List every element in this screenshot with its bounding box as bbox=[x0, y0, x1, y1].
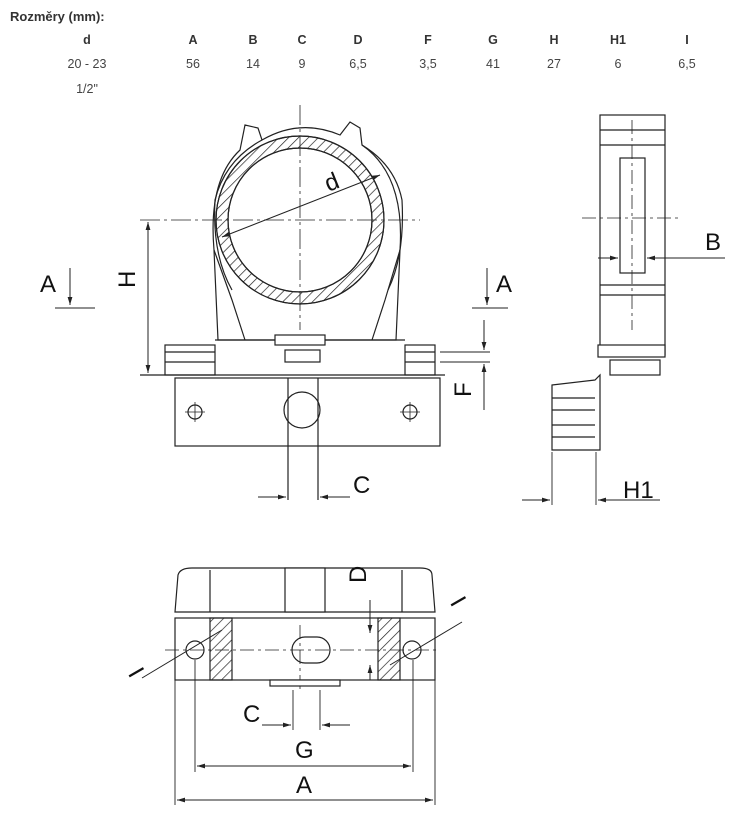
value-H: 27 bbox=[547, 57, 561, 71]
label-H1: H1 bbox=[623, 477, 654, 504]
label-F: F bbox=[450, 382, 477, 397]
header-B: B bbox=[248, 33, 258, 47]
header-H: H bbox=[549, 33, 559, 47]
value-D: 6,5 bbox=[349, 57, 367, 71]
value-d: 20 - 23 bbox=[67, 57, 107, 71]
label-I-left: I bbox=[122, 663, 149, 682]
label-G: G bbox=[295, 737, 314, 764]
header-D: D bbox=[353, 33, 363, 47]
label-C-top: C bbox=[243, 701, 260, 728]
header-G: G bbox=[488, 33, 498, 47]
header-d: d bbox=[83, 33, 91, 47]
value-F: 3,5 bbox=[419, 57, 437, 71]
value-C: 9 bbox=[298, 57, 306, 71]
value-H1: 6 bbox=[614, 57, 622, 71]
technical-drawing: d A A H F C B H1 D I I C G A bbox=[40, 105, 725, 805]
label-H: H bbox=[114, 271, 141, 288]
header-H1: H1 bbox=[610, 33, 626, 47]
label-B: B bbox=[705, 229, 721, 256]
label-A-right: A bbox=[496, 271, 512, 298]
label-A-bottom: A bbox=[296, 772, 312, 799]
value-I: 6,5 bbox=[678, 57, 696, 71]
dimension-table: d A B C D F G H H1 I 20 - 23 56 14 9 6,5… bbox=[0, 30, 750, 100]
header-A: A bbox=[188, 33, 198, 47]
header-C: C bbox=[297, 33, 307, 47]
value-B: 14 bbox=[246, 57, 260, 71]
value-G: 41 bbox=[486, 57, 500, 71]
value-d-inch: 1/2" bbox=[76, 82, 98, 96]
label-A-left: A bbox=[40, 271, 56, 298]
page-title: Rozměry (mm): bbox=[10, 9, 105, 24]
top-view bbox=[141, 567, 463, 805]
header-I: I bbox=[685, 33, 689, 47]
label-D: D bbox=[345, 566, 372, 583]
front-view bbox=[55, 105, 508, 500]
side-view bbox=[522, 114, 725, 505]
value-A: 56 bbox=[186, 57, 200, 71]
label-I-right: I bbox=[444, 592, 471, 611]
header-F: F bbox=[424, 33, 432, 47]
label-C-front: C bbox=[353, 472, 370, 499]
